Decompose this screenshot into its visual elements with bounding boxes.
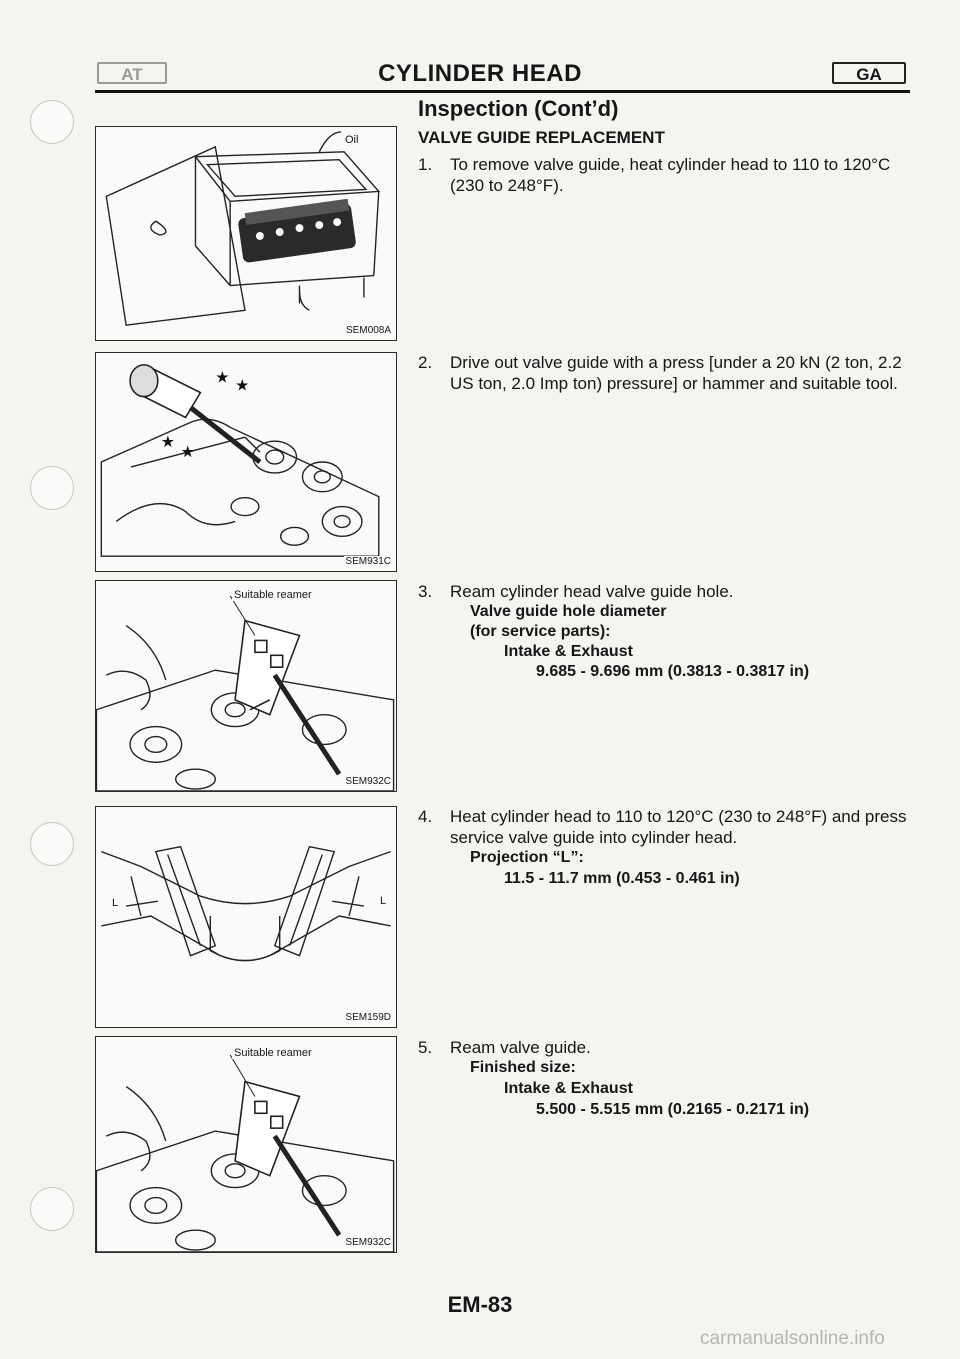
projection-l-right: L — [378, 895, 389, 907]
step-text: Ream valve guide. — [450, 1038, 591, 1057]
spec-title: Valve guide hole diameter — [470, 603, 667, 620]
step-number: 4. — [418, 807, 433, 826]
svg-text:★: ★ — [181, 442, 195, 461]
svg-text:★: ★ — [161, 432, 175, 451]
step-number: 1. — [418, 155, 433, 174]
step-text: Drive out valve guide with a press [unde… — [450, 353, 902, 393]
reamer-guide-illustration — [96, 1054, 395, 1252]
oil-bath-illustration — [105, 131, 381, 326]
spec-title: Finished size: — [470, 1059, 576, 1076]
watermark: carmanualsonline.info — [700, 1328, 885, 1349]
figure-projection: L L SEM159D — [95, 806, 397, 1028]
figure-ream-hole: Suitable reamer SEM932C — [95, 580, 397, 792]
figure-code: SEM008A — [344, 325, 392, 336]
figure-oil-bath: Oil SEM008A — [95, 126, 397, 341]
reamer-label: Suitable reamer — [232, 1047, 314, 1059]
step-3: 3. Ream cylinder head valve guide hole. — [418, 581, 912, 602]
step-text: Heat cylinder head to 110 to 120°C (230 … — [450, 807, 907, 847]
engine-badge-right: GA — [832, 62, 906, 84]
page-header-title: CYLINDER HEAD — [378, 60, 582, 87]
step-number: 2. — [418, 353, 433, 372]
step-2: 2. Drive out valve guide with a press [u… — [418, 352, 912, 394]
spec-value: 9.685 - 9.696 mm (0.3813 - 0.3817 in) — [536, 663, 810, 680]
section-title: Inspection (Cont’d) — [418, 96, 619, 121]
spec-value: 5.500 - 5.515 mm (0.2165 - 0.2171 in) — [536, 1101, 810, 1118]
figure-code: SEM932C — [344, 776, 392, 787]
svg-text:★: ★ — [235, 376, 249, 395]
spec-title: Projection “L”: — [470, 849, 584, 866]
projection-illustration — [101, 845, 391, 962]
figure-code: SEM159D — [344, 1012, 392, 1023]
header-rule — [95, 90, 910, 93]
page-number: EM-83 — [447, 1292, 513, 1317]
step-number: 5. — [418, 1038, 433, 1057]
binder-hole — [30, 466, 74, 510]
spec-value: 11.5 - 11.7 mm (0.453 - 0.461 in) — [504, 870, 740, 887]
step-1: 1. To remove valve guide, heat cylinder … — [418, 154, 912, 196]
hammer-illustration: ★ ★ ★ ★ — [100, 364, 380, 557]
subsection-title: VALVE GUIDE REPLACEMENT — [418, 128, 665, 147]
figure-code: SEM932C — [344, 1237, 392, 1248]
binder-hole — [30, 822, 74, 866]
reamer-label: Suitable reamer — [232, 589, 314, 601]
step-5: 5. Ream valve guide. — [418, 1037, 912, 1058]
oil-label: Oil — [343, 134, 361, 146]
figure-ream-guide: Suitable reamer SEM932C — [95, 1036, 397, 1253]
binder-hole — [30, 100, 74, 144]
spec-subtitle: (for service parts): — [470, 623, 611, 640]
step-number: 3. — [418, 582, 433, 601]
engine-badge-left: AT — [97, 62, 167, 84]
figure-drive-out-guide: ★ ★ ★ ★ SEM931C — [95, 352, 397, 572]
step-text: To remove valve guide, heat cylinder hea… — [450, 155, 891, 195]
step-text: Ream cylinder head valve guide hole. — [450, 582, 734, 601]
projection-l-left: L — [110, 897, 121, 909]
spec-name: Intake & Exhaust — [504, 643, 633, 660]
spec-name: Intake & Exhaust — [504, 1080, 633, 1097]
svg-text:★: ★ — [215, 368, 229, 387]
step-4: 4. Heat cylinder head to 110 to 120°C (2… — [418, 806, 912, 848]
binder-hole — [30, 1187, 74, 1231]
figure-code: SEM931C — [344, 556, 392, 567]
reamer-illustration — [96, 595, 395, 791]
